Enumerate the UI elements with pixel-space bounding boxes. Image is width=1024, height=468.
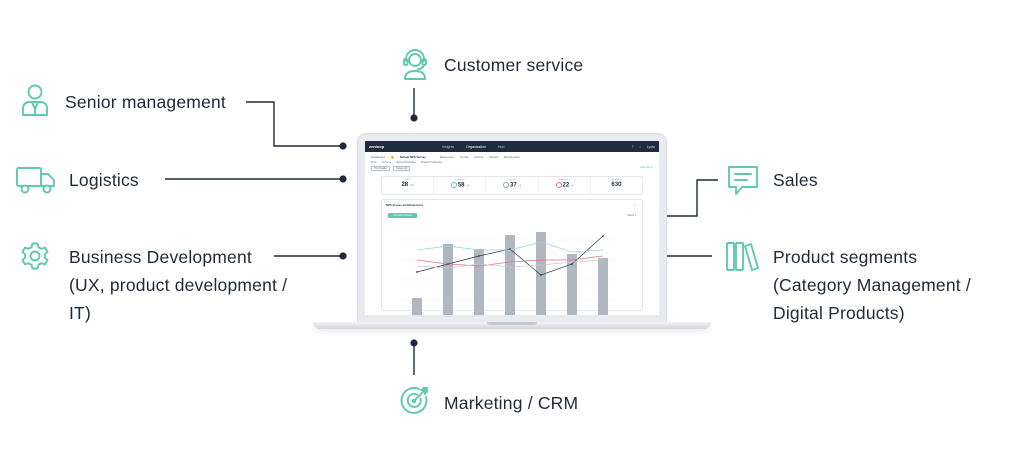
nav-item[interactable]: Insights: [442, 144, 455, 149]
product-segments-detail: Digital Products): [773, 303, 905, 323]
connector-dot: [339, 142, 347, 150]
app-topbar: zenloop Insights Organization Hub ? • Ly…: [365, 141, 659, 152]
headset-icon: [399, 47, 431, 81]
filter-label[interactable]: Group Properties: [396, 161, 416, 164]
target-icon: [399, 385, 431, 417]
tab[interactable]: Drivers: [474, 155, 484, 159]
filter-label[interactable]: Answer Properties: [420, 161, 443, 164]
kpi-value: 22 -4: [539, 182, 590, 189]
chart-bar: [536, 232, 546, 315]
kpi-value: 37 +1: [486, 182, 537, 189]
chart-bar: [598, 258, 608, 315]
marketing-crm-label: Marketing / CRM: [444, 393, 579, 413]
app-topnav: Insights Organization Hub: [442, 145, 504, 149]
product-segments-label: Product segments: [773, 247, 918, 267]
filter-label[interactable]: Time: [371, 161, 377, 164]
chat-icon: [726, 164, 760, 198]
mini-chart: [398, 232, 618, 315]
product-segments-detail: (Category Management /: [773, 275, 971, 295]
tab[interactable]: Metrics: [489, 155, 499, 159]
chart-bar: [505, 235, 515, 315]
filter-chip[interactable]: This Quarter: [371, 166, 391, 171]
books-icon: [725, 240, 761, 272]
business-development-label: Business Development: [69, 247, 252, 267]
help-icon[interactable]: ?: [631, 144, 634, 149]
kpi-row: NPS 28 +15 Promoters 58 +3 Passives 37 +…: [381, 176, 643, 195]
kpi-detractors: Detractors 22 -4: [539, 177, 591, 194]
kpi-promoters: Promoters 58 +3: [434, 177, 487, 194]
chart-bar: [412, 298, 422, 315]
manager-icon: [19, 83, 51, 117]
breadcrumb-item[interactable]: Default NPS Survey: [399, 155, 426, 159]
chart-panel: NPS Scores and Responses ⋮ ▢ Compare Per…: [381, 199, 643, 315]
chart-bar: [567, 254, 577, 315]
filter-row: Time Surveys Group Properties Answer Pro…: [365, 160, 659, 165]
clear-filters-link[interactable]: Clear filters: [639, 166, 653, 169]
kpi-value: 58 +3: [434, 182, 485, 189]
truck-icon: [15, 165, 57, 195]
kpi-responses: Responses 630: [591, 177, 642, 194]
frown-icon: [555, 182, 562, 188]
smile-icon: [450, 182, 457, 188]
chart-line-promoters: [416, 241, 604, 253]
app-brand: zenloop: [369, 144, 385, 149]
survey-dot-icon: [390, 155, 394, 159]
period-dropdown[interactable]: Month ▾: [627, 214, 636, 217]
gear-icon: [20, 241, 50, 271]
nav-item[interactable]: Hub: [498, 144, 505, 149]
connector-dot: [410, 114, 418, 122]
kpi-label: Passives: [507, 179, 517, 181]
panel-title: NPS Scores and Responses: [386, 203, 424, 207]
filter-chips: This Quarter Survey (2) Clear filters: [365, 165, 659, 172]
filter-chip[interactable]: Survey (2): [393, 166, 411, 171]
user-name[interactable]: Lydia: [646, 144, 655, 149]
logistics-label: Logistics: [69, 170, 139, 190]
kpi-value: 630: [611, 182, 622, 188]
filter-label[interactable]: Surveys: [381, 161, 392, 164]
chart-line-passives: [416, 259, 604, 269]
laptop-notch: [487, 322, 537, 325]
senior-management-label: Senior management: [65, 92, 226, 112]
breadcrumb: Dashboard Default NPS Survey Responses T…: [365, 152, 659, 160]
tab[interactable]: Trends: [459, 155, 469, 159]
connector-dot: [339, 175, 347, 183]
compare-periods-button[interactable]: Compare Periods: [388, 213, 417, 218]
kpi-label: NPS: [405, 179, 410, 181]
kpi-value: 28 +15: [401, 182, 414, 188]
tab[interactable]: Benchmarks: [504, 155, 520, 159]
connector-senior-management: [246, 101, 342, 147]
kpi-label: Promoters: [454, 179, 465, 181]
chart-bar: [474, 249, 484, 315]
connector-dot: [339, 252, 347, 260]
app-user-area: ? • Lydia: [632, 145, 655, 149]
kpi-nps: NPS 28 +15: [382, 177, 435, 194]
business-development-detail: (UX, product development /: [69, 275, 288, 295]
kpi-passives: Passives 37 +1: [486, 177, 539, 194]
kpi-label: Detractors: [559, 179, 570, 181]
chart-bar: [443, 244, 453, 315]
laptop-base: [313, 322, 711, 329]
kpi-label: Responses: [610, 179, 622, 181]
connector-sales: [655, 179, 718, 217]
tab[interactable]: Responses: [439, 155, 454, 159]
bell-icon[interactable]: •: [639, 144, 641, 149]
laptop-screen: zenloop Insights Organization Hub ? • Ly…: [365, 141, 659, 315]
customer-service-label: Customer service: [444, 55, 584, 75]
sales-label: Sales: [773, 170, 818, 190]
nav-item[interactable]: Organization: [466, 144, 487, 149]
business-development-detail: IT): [69, 303, 91, 323]
neutral-icon: [503, 182, 510, 188]
breadcrumb-item[interactable]: Dashboard: [371, 155, 385, 159]
panel-tools-icon[interactable]: ⋮ ▢: [630, 203, 637, 207]
connector-dot: [410, 339, 418, 347]
